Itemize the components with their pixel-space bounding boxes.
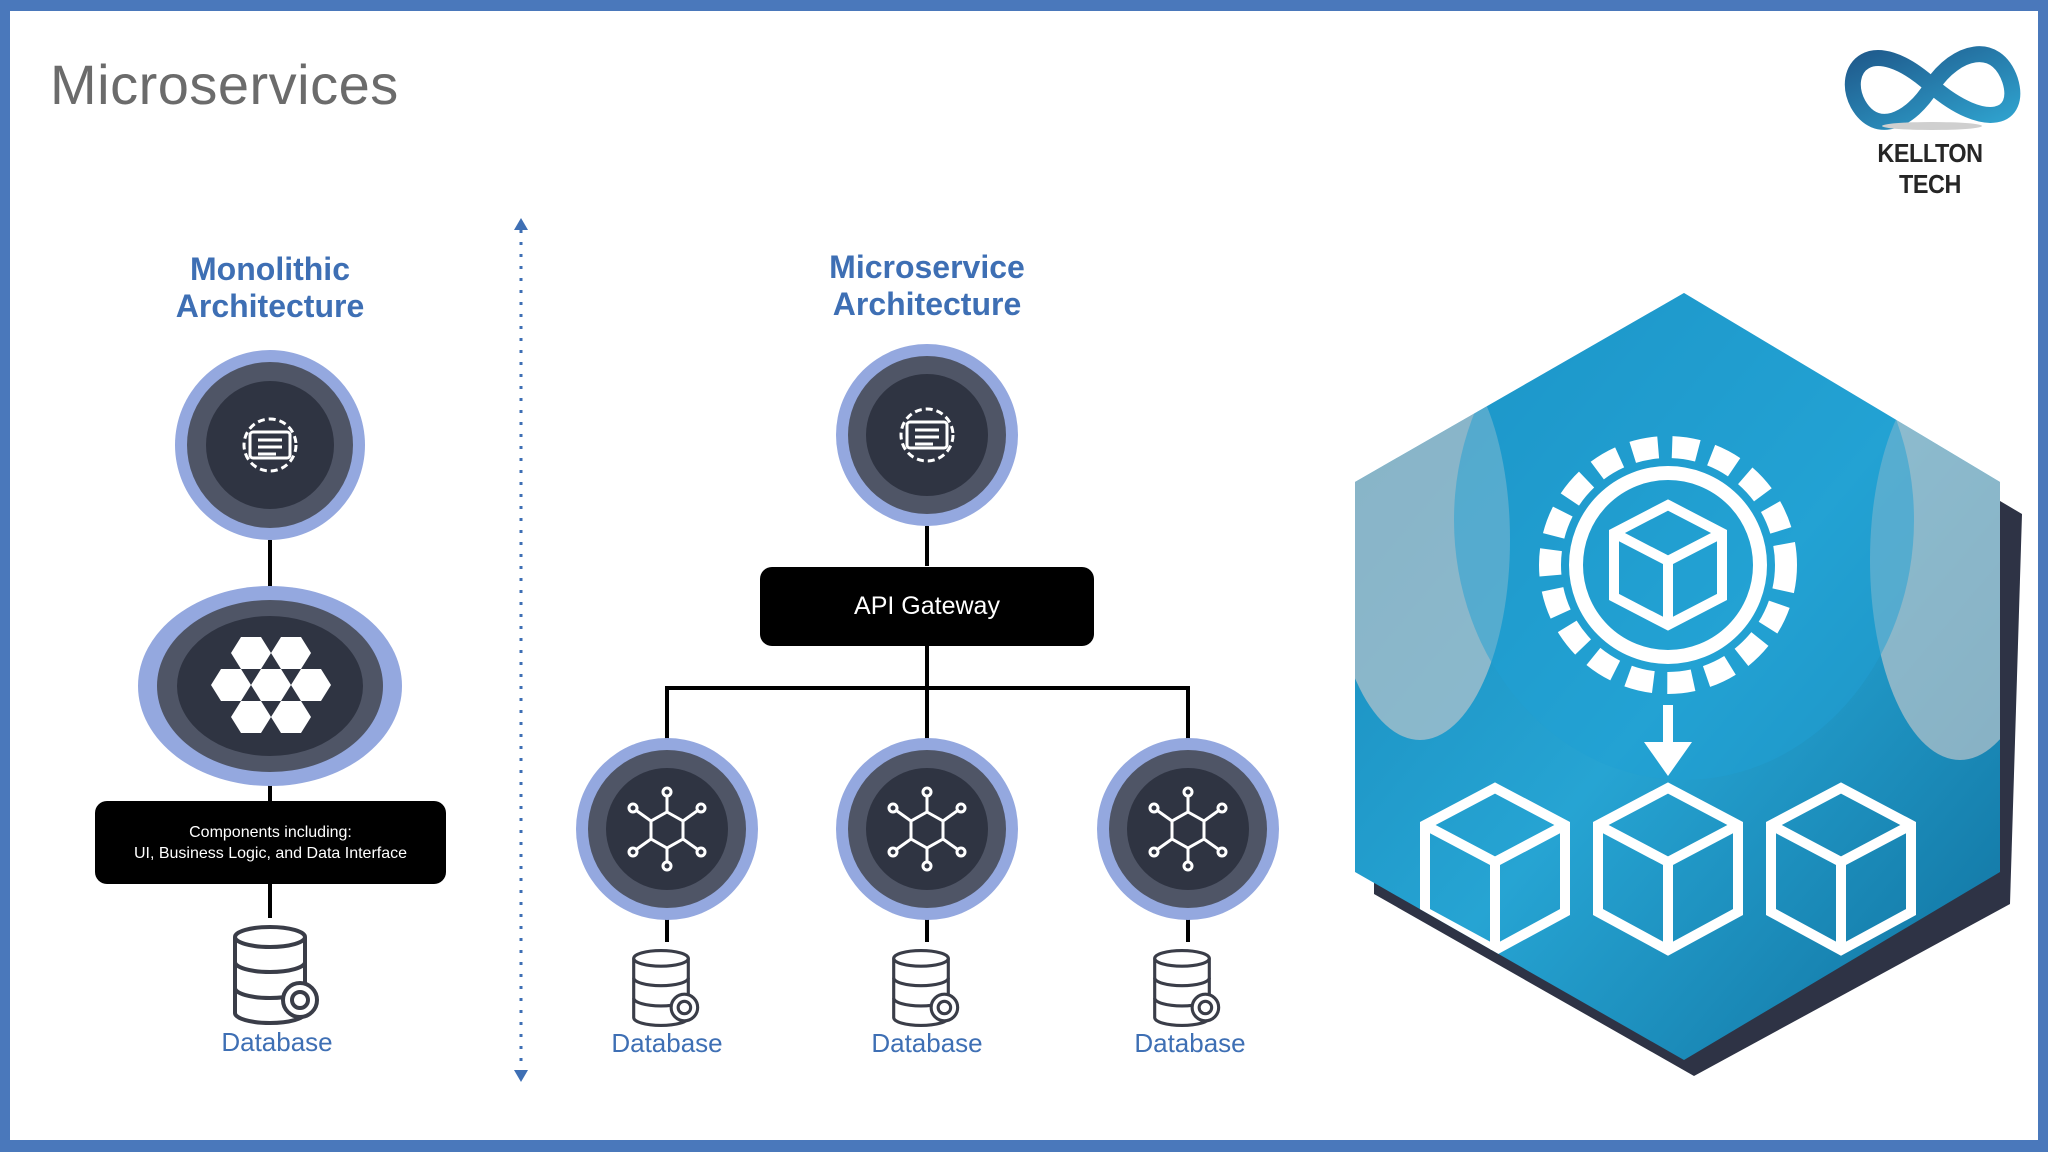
database-gear-icon [632, 949, 700, 1027]
slide-title: Microservices [50, 53, 399, 116]
divider-arrow-down-icon [514, 1070, 528, 1082]
hexagon-cluster-icon [211, 637, 331, 733]
database-gear-icon [1153, 949, 1221, 1027]
database-gear-icon [233, 925, 319, 1025]
arrow-down-icon [1644, 705, 1692, 776]
ms-database-label-3: Database [1134, 1028, 1246, 1058]
network-cube-icon [1148, 786, 1228, 872]
api-gateway-label: API Gateway [854, 592, 1000, 620]
ms-connector-branch [665, 686, 1190, 742]
mono-components-circle [138, 586, 402, 786]
settings-gear-icon [899, 407, 955, 463]
divider-arrow-up-icon [514, 218, 528, 230]
database-gear-icon [892, 949, 960, 1027]
components-line2: UI, Business Logic, and Data Interface [133, 844, 408, 862]
microservice-heading-line2: Architecture [832, 286, 1022, 322]
api-gateway-box: API Gateway [760, 567, 1094, 646]
ms-service-circle-2 [836, 738, 1018, 920]
ms-database-label-1: Database [611, 1028, 723, 1058]
settings-gear-icon [242, 417, 298, 473]
gear-cube-icon [1539, 436, 1797, 694]
monolithic-heading-line1: Monolithic [190, 251, 350, 287]
ms-gear-circle [836, 344, 1018, 526]
monolithic-heading-line2: Architecture [175, 288, 365, 324]
ms-service-circle-3 [1097, 738, 1279, 920]
ms-database-label-2: Database [871, 1028, 983, 1058]
cube-row-icon [1420, 782, 1916, 956]
components-line1: Components including: [189, 823, 352, 841]
network-cube-icon [887, 786, 967, 872]
gear-cube-photo [1355, 293, 2022, 1076]
mono-database-label: Database [221, 1027, 333, 1057]
network-cube-icon [627, 786, 707, 872]
mono-gear-circle [175, 350, 365, 540]
ms-service-circle-1 [576, 738, 758, 920]
monolithic-heading: Monolithic Architecture [70, 251, 470, 325]
microservice-heading: Microservice Architecture [727, 249, 1127, 323]
logo-text: KELLTON TECH [1877, 138, 1983, 199]
microservice-heading-line1: Microservice [829, 249, 1025, 285]
components-box: Components including: UI, Business Logic… [95, 801, 446, 884]
